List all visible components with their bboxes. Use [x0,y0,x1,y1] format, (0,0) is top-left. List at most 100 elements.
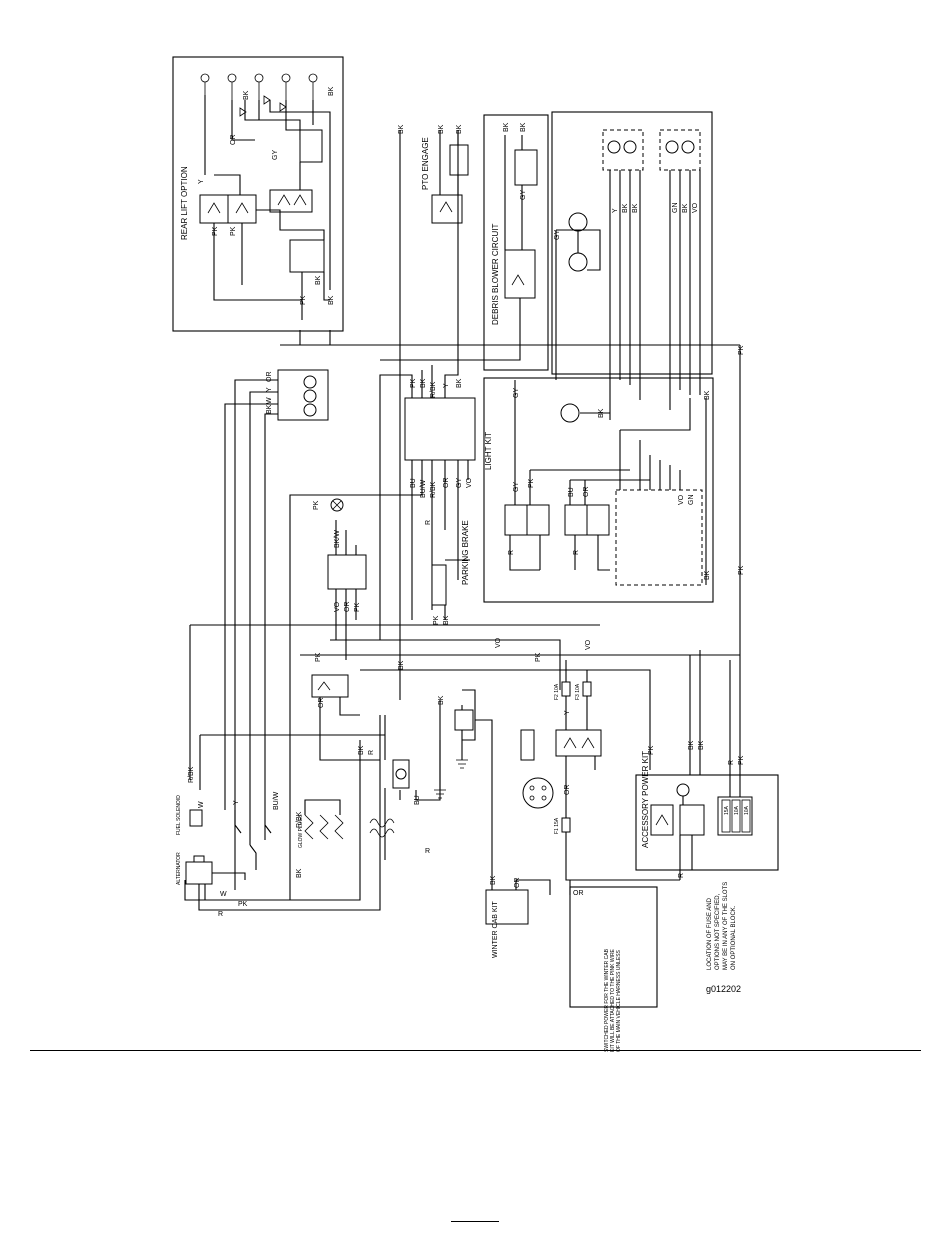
wire-label: R [425,848,430,855]
fuse-f2-label: F2 10A [554,683,560,700]
rear-lift-label: REAR LIFT OPTION [180,166,189,240]
wire-label: R/BK [188,766,195,783]
wire-label: BU [568,487,575,497]
fuse-location-note: LOCATION OF FUSE AND OPTIONS NOT SPECIFI… [707,881,737,970]
debris-blower-block: DEBRIS BLOWER CIRCUIT BK BK GY [380,114,549,371]
page-divider [30,1050,921,1051]
wire-label: BK [456,124,463,134]
alternator-label: ALTERNATOR [176,852,182,885]
wire-label: Y [233,800,240,805]
wire-label: PK [433,615,440,625]
winter-cab-note-text: SWITCHED POWER FOR THE WINTER CAB KIT WI… [604,949,622,1052]
wire-label: PK [238,901,248,908]
wire-label: BK [456,378,463,388]
wire-label: BK [682,203,689,213]
wire-label: BK [490,875,497,885]
wire-label: BK [520,122,527,132]
wire-label: PK [738,345,745,355]
wire-label: GY [272,150,279,160]
wire-label: OR [583,487,590,498]
wire-label: BK [443,615,450,625]
debris-blower-label: DEBRIS BLOWER CIRCUIT [491,224,500,325]
wire-label: GN [688,495,695,506]
wire-label: OR [344,602,351,613]
wire-label: BU/W [273,791,280,810]
wire-label: BK [328,295,335,305]
work-lights-block: Y BK BK GN BK VO GY [551,111,713,420]
wire-label: BK [622,203,629,213]
wire-label: OR [443,478,450,489]
wire-label: Y [612,208,619,213]
pto-engage-block: PTO ENGAGE BK BK BK [398,124,469,660]
wire-label: BU [414,795,421,805]
accessory-power-kit-block: ACCESSORY POWER KIT 15A 10A 10A BK BK R … [635,650,779,880]
wire-label: BK [688,740,695,750]
wire-label: R [728,760,735,765]
wire-label: OR [514,878,521,889]
wire-label: BK [398,124,405,134]
wire-label: BK [503,122,510,132]
wire-label: OR [266,372,273,383]
pto-engage-label: PTO ENGAGE [421,137,430,190]
wire-label: GN [672,203,679,214]
accessory-power-label: ACCESSORY POWER KIT [641,751,650,848]
wire-label: BK [328,86,335,96]
wire-label: PK [528,478,535,488]
wire-label: OR [573,890,584,897]
wire-label: PK [230,226,237,236]
wire-label: PK [354,602,361,612]
rear-lift-coils [200,73,318,100]
wire-label: BK [315,275,322,285]
wire-label: GY [554,230,561,240]
wire-label: VO [334,601,341,612]
wire-label: PK [315,652,322,662]
wire-label: R [508,550,515,555]
parking-brake-label: PARKING BRAKE [461,520,470,585]
wire-label: R/BK [430,381,437,398]
wire-label: PK [212,226,219,236]
wire-label: VO [495,637,502,648]
wire-label: R [573,550,580,555]
wire-label: BK [704,390,711,400]
wire-label: PK [300,295,307,305]
wire-label: BK [598,408,605,418]
wire-label: R [368,750,375,755]
light-kit-label: LIGHT KIT [484,432,493,470]
wire-label: GY [513,388,520,398]
wire-label: VO [678,494,685,505]
wire-label: PK [738,755,745,765]
rear-lift-option-block: REAR LIFT OPTION PK PK OR BK BK Y GY BK … [172,56,344,332]
wire-label: OR [230,135,237,146]
fuse-15a-label: 15A [724,805,730,815]
wire-label: BK [358,745,365,755]
light-kit-block: LIGHT KIT BK GY GY PK BU OR R R BK VO GN… [483,377,714,603]
wire-label: Y [564,710,571,715]
figure-id: g012202 [706,984,741,994]
wire-label: OR [318,698,325,709]
wire-label: BK [704,570,711,580]
wire-label: VO [692,202,699,213]
wire-label: BK [398,660,405,670]
wire-label: Y [266,387,273,392]
wire-label: R/BK [296,811,303,828]
wire-label: GY [513,482,520,492]
wire-label: PK [648,745,655,755]
wire-label: PK [738,565,745,575]
wire-label: BK [632,203,639,213]
wire-label: W [198,801,205,808]
winter-cab-label: WINTER CAB KIT [492,900,499,958]
wire-label: BK [438,695,445,705]
wire-label: BK [266,404,273,414]
wire-label: BK [420,378,427,388]
wire-label: W [266,397,273,404]
wire-label: R [218,911,223,918]
wire-label: BU [410,478,417,488]
winter-cab-note: SWITCHED POWER FOR THE WINTER CAB KIT WI… [569,886,658,1052]
wire-label: OR [564,785,571,796]
wire-label: VO [466,477,473,488]
main-harness: OR Y W BK PK BK R/BK Y BK BU BU/W R/BK O… [176,130,745,918]
wire-label: BK/W [334,530,341,548]
wire-label: PK [410,378,417,388]
wire-label: Y [443,383,450,388]
